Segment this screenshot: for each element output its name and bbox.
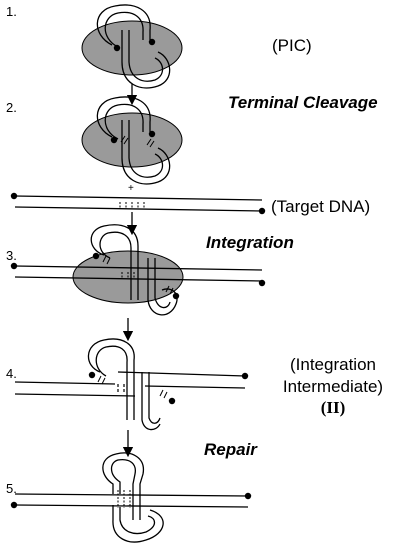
target-dna-strand-bottom — [14, 504, 249, 508]
target-dna — [10, 192, 266, 215]
dna-end-dot — [148, 130, 156, 138]
target-dna-strand-bottom — [144, 385, 246, 389]
dna-loop-top-inner — [104, 103, 144, 140]
dna-end-dot — [10, 262, 18, 270]
protein-ellipse — [81, 20, 183, 76]
target-site-dashes — [121, 272, 135, 279]
cleavage-tick — [165, 285, 174, 295]
step3-integration-complex — [10, 224, 266, 316]
dna-loop-bottom — [121, 120, 171, 185]
integration-intermediate-label-line2: Intermediate) — [282, 377, 384, 396]
target-dna-strand-bottom — [14, 393, 136, 397]
step-number-4: 4. — [6, 366, 17, 381]
dna-loop-lower — [112, 505, 164, 543]
gap-dashes — [117, 384, 125, 394]
dna-loop-top — [96, 4, 151, 46]
dna-loop-upper — [102, 452, 145, 520]
dna-end-dot — [110, 136, 118, 144]
step-number-2: 2. — [6, 100, 17, 115]
step-number-1: 1. — [6, 4, 17, 19]
dna-loop-bottom-inner — [128, 120, 164, 178]
repair-dashes — [117, 490, 131, 508]
dna-loop-lower-inner — [148, 372, 161, 424]
dna-end-dot — [88, 371, 96, 379]
target-dna-label: (Target DNA) — [271, 197, 371, 216]
dna-loop-top-inner — [104, 11, 144, 48]
integration-intermediate-label-line1: (Integration — [290, 355, 376, 374]
dna-loop-bottom-inner — [128, 30, 164, 82]
target-dna-strand-top — [14, 493, 249, 497]
dna-end-dot — [258, 207, 266, 215]
cleavage-tick — [159, 389, 168, 399]
dna-end-dot — [10, 192, 18, 200]
step2-cleaved-complex — [81, 96, 183, 185]
dna-loop-upper — [87, 338, 135, 420]
target-site-dashes — [119, 202, 145, 209]
target-dna-strand-top — [117, 371, 246, 377]
dna-loop-bottom — [121, 30, 171, 89]
dna-end-dot — [113, 44, 121, 52]
target-site-plus: + — [128, 183, 134, 194]
dna-end-dot — [241, 372, 249, 380]
cleavage-tick — [97, 375, 106, 385]
dna-loop-lower — [147, 258, 178, 316]
step5-repaired-product — [10, 452, 252, 543]
dna-end-dot — [148, 38, 156, 46]
dna-end-dot — [172, 292, 180, 300]
terminal-cleavage-label: Terminal Cleavage — [228, 93, 378, 112]
dna-loop-top — [96, 96, 151, 138]
pic-label: (PIC) — [272, 36, 312, 55]
dna-loop-upper-inner — [110, 458, 136, 520]
dna-end-dot — [258, 279, 266, 287]
step-number-3: 3. — [6, 248, 17, 263]
target-dna-strand-top — [14, 381, 116, 385]
dna-end-dot — [168, 397, 176, 405]
step-number-5: 5. — [6, 481, 17, 496]
integration-label: Integration — [206, 233, 294, 252]
dna-loop-lower-inner — [119, 507, 156, 535]
dna-end-dot — [92, 252, 100, 260]
cleavage-tick — [120, 135, 129, 145]
target-dna-strand-top — [14, 195, 263, 201]
dna-loop-upper-inner — [95, 345, 128, 420]
target-dna-strand-bottom — [14, 206, 263, 212]
dna-loop-upper-inner — [99, 231, 132, 300]
cleavage-tick — [146, 138, 155, 148]
step4-integration-intermediate — [14, 338, 249, 431]
protein-ellipse — [81, 112, 183, 168]
integration-intermediate-abbrev: (II) — [320, 398, 346, 417]
repair-label: Repair — [204, 440, 257, 459]
dna-end-dot — [10, 501, 18, 509]
step1-pic-complex — [81, 4, 183, 89]
dna-end-dot — [244, 492, 252, 500]
dna-loop-lower — [141, 372, 161, 431]
dna-loop-upper — [90, 224, 139, 300]
cleavage-tick — [102, 255, 111, 265]
dna-loop-lower-inner — [154, 258, 171, 309]
